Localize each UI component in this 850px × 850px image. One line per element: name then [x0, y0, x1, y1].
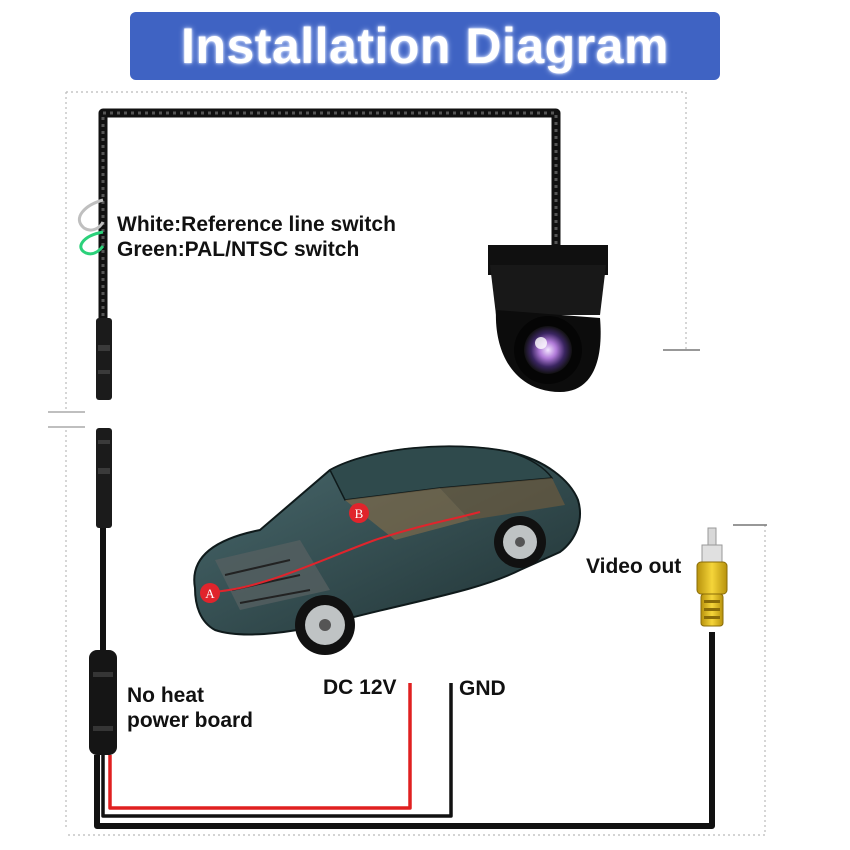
- power-board-label-1: No heat: [127, 684, 205, 707]
- gnd-label: GND: [459, 677, 506, 700]
- upper-connector: [96, 318, 112, 400]
- red-power-wire: [108, 683, 412, 810]
- marker-b: [349, 503, 369, 523]
- frame-top: [66, 91, 687, 350]
- power-board: [89, 650, 117, 755]
- car: [193, 445, 581, 655]
- frame-bottom: [66, 525, 766, 836]
- power-board-label-2: power board: [127, 709, 254, 732]
- main-output-wire: [94, 632, 715, 829]
- title-banner: Installation Diagram: [130, 12, 720, 80]
- braided-cable-texture: [101, 111, 558, 330]
- dc12v-label: DC 12V: [323, 676, 397, 699]
- green-wire-label: Green:PAL/NTSC switch: [117, 238, 360, 261]
- rca-connector: [696, 527, 728, 627]
- marker-a-label: A: [205, 586, 215, 601]
- camera-lens: [524, 326, 572, 374]
- video-out-label: Video out: [586, 555, 682, 578]
- dotted-frame: [65, 91, 766, 836]
- black-ground-wire: [101, 683, 453, 818]
- white-wire-label: White:Reference line switch: [117, 213, 396, 236]
- camera: [488, 245, 608, 392]
- lower-connector: [96, 428, 112, 528]
- diagram-title: Installation Diagram: [181, 18, 669, 74]
- marker-a: [200, 583, 220, 603]
- green-wire: [79, 230, 105, 256]
- marker-b-label: B: [355, 506, 364, 521]
- white-wire: [77, 198, 105, 232]
